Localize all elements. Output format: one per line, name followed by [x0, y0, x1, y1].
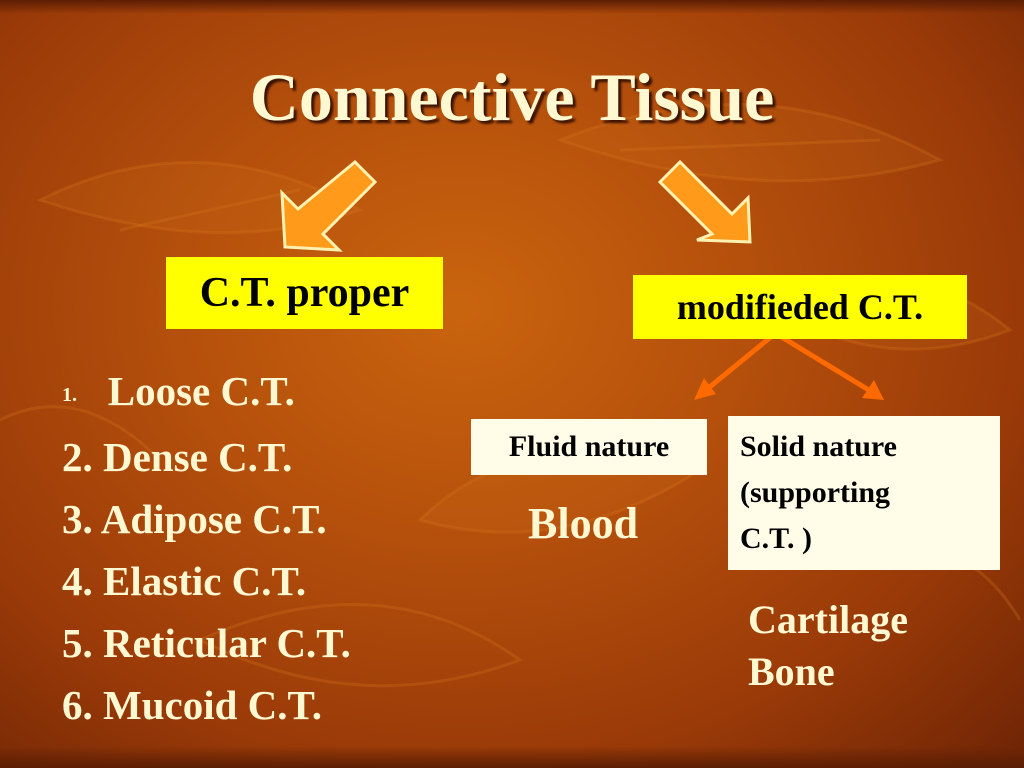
frame-top [0, 0, 1024, 14]
arrow-to-ct-proper [280, 159, 378, 252]
arrow-to-solid-nature [777, 333, 875, 395]
solid-nature-box: Solid nature (supporting C.T. ) [728, 416, 1000, 570]
list-item-name: Reticular C.T. [103, 620, 351, 666]
list-item-name: Loose C.T. [107, 368, 295, 414]
ct-proper-types-list: 1. Loose C.T. 2. Dense C.T. 3. Adipose C… [62, 360, 351, 736]
list-item-name: Adipose C.T. [100, 496, 327, 542]
arrow-to-fluid-nature [703, 333, 775, 393]
solid-nature-line: C.T. ) [740, 522, 812, 555]
solid-example: Bone [748, 649, 835, 694]
frame-bottom [0, 746, 1024, 768]
arrowhead-solid [862, 380, 884, 400]
list-item-number: 4. [62, 558, 93, 604]
list-item-number: 2. [62, 434, 93, 480]
list-item: 5. Reticular C.T. [62, 612, 351, 674]
list-item-number: 3. [62, 496, 93, 542]
list-item: 1. Loose C.T. [62, 360, 351, 426]
fluid-nature-box: Fluid nature [471, 419, 707, 475]
list-item-name: Elastic C.T. [103, 558, 307, 604]
list-item-number: 5. [62, 620, 93, 666]
fluid-example-blood: Blood [528, 499, 639, 548]
list-item-number: 1. [62, 384, 77, 406]
solid-nature-line: Solid nature [740, 430, 897, 463]
ct-proper-box: C.T. proper [166, 257, 443, 329]
arrow-to-modified-ct [657, 159, 752, 244]
list-item: 3. Adipose C.T. [62, 488, 351, 550]
slide-title: Connective Tissue [249, 59, 775, 135]
list-item-name: Dense C.T. [103, 434, 293, 480]
solid-examples-list: Cartilage Bone [748, 594, 908, 698]
list-item-number: 6. [62, 682, 93, 728]
list-item: 2. Dense C.T. [62, 426, 351, 488]
modified-ct-box: modifieded C.T. [633, 275, 967, 339]
arrowhead-fluid [694, 378, 716, 400]
list-item-name: Mucoid C.T. [103, 682, 323, 728]
solid-nature-line: (supporting [740, 476, 891, 509]
solid-example: Cartilage [748, 597, 908, 642]
list-item: 6. Mucoid C.T. [62, 674, 351, 736]
list-item: 4. Elastic C.T. [62, 550, 351, 612]
